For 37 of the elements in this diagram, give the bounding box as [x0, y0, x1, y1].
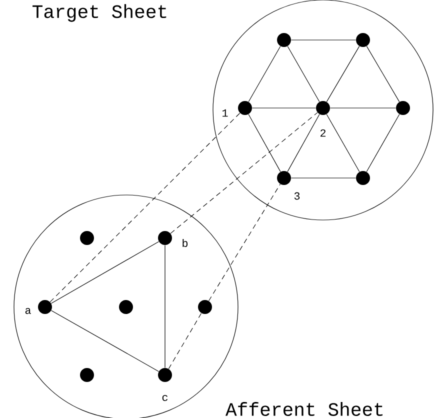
dot: [277, 33, 291, 47]
node-label: 3: [294, 192, 300, 200]
node-label: a: [25, 308, 31, 314]
dot: [80, 368, 94, 382]
dashed-line: [208, 184, 281, 302]
node-label: b: [182, 238, 188, 248]
dot: [396, 101, 410, 115]
dot: [277, 171, 291, 185]
dashed-line: [170, 112, 318, 234]
line: [366, 114, 400, 172]
dot: [356, 33, 370, 47]
node-label: 2: [320, 129, 326, 137]
line: [287, 46, 320, 102]
line: [326, 46, 360, 102]
node-label: c: [162, 395, 168, 401]
dot: [119, 300, 133, 314]
line: [287, 114, 320, 172]
line: [50, 241, 160, 304]
dot: [158, 368, 172, 382]
dot: [158, 231, 172, 245]
node-label: Target Sheet: [32, 4, 166, 22]
node-label: 1: [222, 109, 228, 117]
line: [50, 310, 160, 372]
line: [164, 244, 166, 368]
dot: [238, 101, 252, 115]
line: [248, 46, 281, 102]
dot: [356, 171, 370, 185]
dot: [198, 300, 212, 314]
dashed-line: [50, 112, 240, 302]
dot: [316, 101, 330, 115]
dot: [38, 300, 52, 314]
dot: [80, 231, 94, 245]
dashed-line: [168, 312, 202, 370]
line: [326, 114, 360, 172]
line: [366, 46, 400, 102]
node-label: Afferent Sheet: [225, 402, 383, 416]
line: [248, 114, 281, 172]
